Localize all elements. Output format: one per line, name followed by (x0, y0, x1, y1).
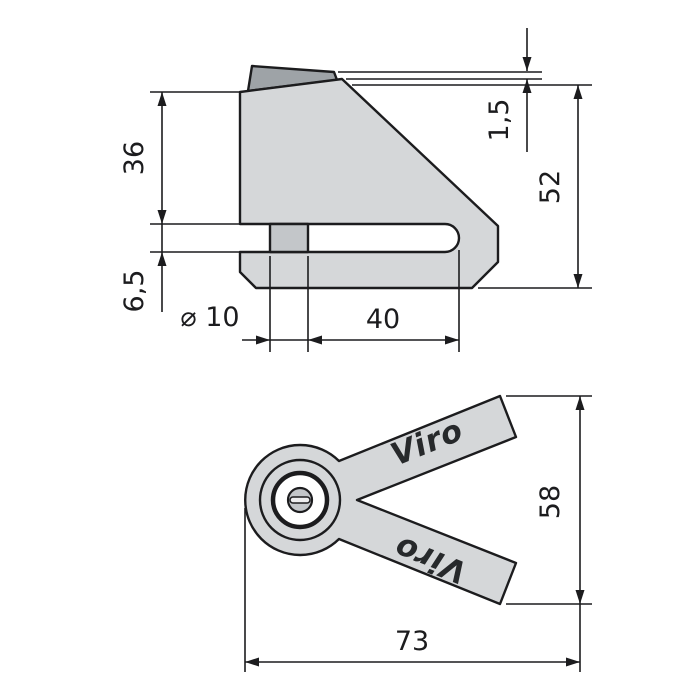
arrowhead-icon (445, 335, 459, 345)
side-view (238, 64, 500, 290)
arrowhead-icon (308, 335, 322, 345)
side-view-dimensions: 36 6,5 1,5 52 ⌀ 10 40 (119, 28, 592, 352)
locking-pin-shape (268, 222, 310, 254)
dimension-52-label: 52 (535, 170, 566, 204)
arrowhead-icon (157, 92, 167, 106)
front-view-dimensions: 58 73 (244, 395, 592, 672)
lock-body-front-shape (244, 394, 518, 606)
dimension-diameter-10-label: ⌀ 10 (180, 302, 239, 333)
dimension-36-label: 36 (119, 141, 150, 175)
arrowhead-icon (575, 590, 585, 604)
arrowhead-icon (522, 79, 532, 93)
arrowhead-icon (256, 335, 270, 345)
arrowhead-icon (157, 210, 167, 224)
dimension-40-label: 40 (366, 304, 400, 335)
dimension-1-5-label: 1,5 (484, 99, 515, 142)
dimension-6-5-label: 6,5 (119, 270, 150, 313)
arrowhead-icon (573, 274, 583, 288)
arrowhead-icon (566, 657, 580, 667)
arrowhead-icon (157, 252, 167, 266)
arrowhead-icon (245, 657, 259, 667)
arrowhead-icon (573, 85, 583, 99)
cylinder-outer-ring (258, 458, 342, 542)
arrowhead-icon (575, 396, 585, 410)
arrowhead-icon (522, 57, 532, 71)
dimension-73-label: 73 (395, 626, 429, 657)
front-view: Viro Viro (244, 394, 518, 606)
lock-body-side-shape (238, 77, 500, 290)
key-slot-shape (289, 496, 311, 504)
dimension-58-label: 58 (535, 485, 566, 519)
